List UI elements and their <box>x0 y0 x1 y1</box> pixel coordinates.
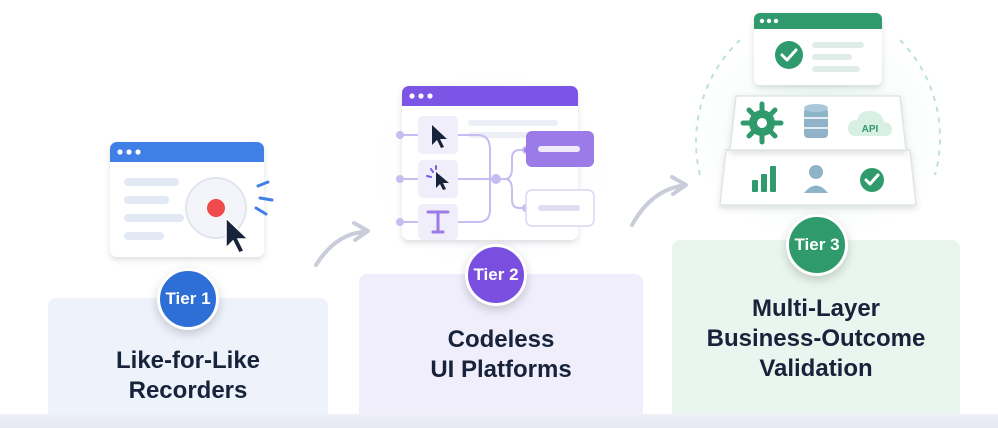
tier3-title-line2: Business-Outcome <box>706 325 926 352</box>
tier3-title: Multi-Layer Business-Outcome Validation <box>672 294 960 384</box>
text-tool-icon <box>418 204 458 240</box>
click-burst-icon <box>254 180 274 216</box>
ground-strip <box>0 414 998 428</box>
tier2-title: Codeless UI Platforms <box>359 325 643 385</box>
user-icon <box>804 165 828 193</box>
check-circle-icon <box>860 168 884 192</box>
bar-chart-icon <box>752 166 776 192</box>
tier1-title-line2: Recorders <box>128 377 248 404</box>
cursor-icon <box>418 116 458 154</box>
database-icon <box>804 104 828 138</box>
tier3-title-line3: Validation <box>759 355 873 382</box>
tier1-badge: Tier 1 <box>157 268 219 330</box>
validation-window-icon <box>754 13 882 85</box>
cursor-icon <box>225 216 250 254</box>
gear-icon <box>740 101 784 145</box>
tier3-title-line1: Multi-Layer <box>751 295 880 322</box>
tier2-title-line2: UI Platforms <box>430 356 572 383</box>
tier1-title-line1: Like-for-Like <box>115 347 261 374</box>
cloud-api-icon: API <box>848 110 892 136</box>
arrow-icon-1 <box>314 221 370 267</box>
tier2-title-line1: Codeless <box>447 326 555 353</box>
api-label: API <box>862 124 879 135</box>
tier1-title: Like-for-Like Recorders <box>48 346 328 406</box>
tier2-badge: Tier 2 <box>465 244 527 306</box>
arrow-icon-2 <box>630 175 688 227</box>
action-node-primary <box>526 131 594 167</box>
action-node-secondary <box>525 189 595 227</box>
click-burst-icon <box>418 160 458 198</box>
tier3-badge: Tier 3 <box>786 214 848 276</box>
